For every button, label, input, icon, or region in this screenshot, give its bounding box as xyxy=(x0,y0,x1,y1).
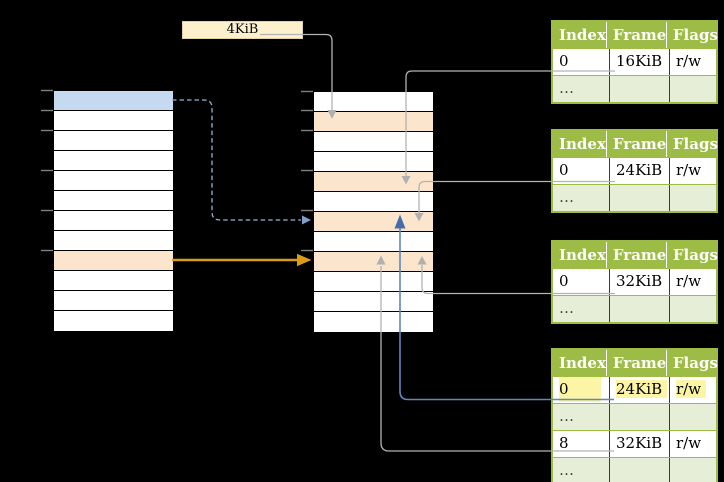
memory-row xyxy=(54,231,173,251)
col-header-frame: Frame xyxy=(607,131,667,157)
col-header-flags: Flags xyxy=(672,26,718,44)
col-header-flags: Flags xyxy=(672,246,718,264)
table-row-highlighted: 0 24KiB r/w xyxy=(553,376,716,403)
cell-frame: 24KiB xyxy=(610,377,670,403)
cell-index: … xyxy=(553,458,610,482)
table-row-ellipsis: … xyxy=(553,184,716,211)
memory-row xyxy=(54,191,173,211)
cell-index: … xyxy=(553,296,610,322)
arrow-virtual-to-frame-dashed xyxy=(172,99,301,221)
cell-flags: r/w xyxy=(676,52,702,70)
memory-row xyxy=(54,291,173,311)
cell-index: 8 xyxy=(553,431,610,457)
table-row: 0 16KiB r/w xyxy=(553,48,716,75)
memory-row xyxy=(314,92,433,112)
cell-frame: 32KiB xyxy=(610,269,670,295)
col-header-index: Index xyxy=(553,22,607,48)
cell-flags: r/w xyxy=(676,161,702,179)
memory-row xyxy=(314,152,433,172)
highlight-text: 24KiB xyxy=(616,380,668,398)
cell-frame: 16KiB xyxy=(610,49,670,75)
arrowhead-right-icon xyxy=(302,215,311,225)
table-row-ellipsis: … xyxy=(553,457,716,482)
memory-row xyxy=(314,232,433,252)
memory-row xyxy=(314,192,433,212)
memory-row xyxy=(54,111,173,131)
table-row: 8 32KiB r/w xyxy=(553,430,716,457)
highlight-text: 0 xyxy=(559,377,601,402)
col-header-index: Index xyxy=(553,131,607,157)
cell-flags: r/w xyxy=(676,434,702,452)
cell-flags: r/w xyxy=(670,377,716,403)
memory-row xyxy=(54,131,173,151)
page-table-16k: Index Frame Flags 0 16KiB r/w … xyxy=(551,20,718,104)
cell-flags xyxy=(670,296,716,322)
right-column-ticks xyxy=(301,90,313,252)
memory-row-highlight-orange xyxy=(314,172,433,192)
memory-row xyxy=(314,272,433,292)
memory-row xyxy=(54,311,173,331)
col-header-frame: Frame xyxy=(607,350,667,376)
cell-frame xyxy=(610,296,670,322)
page-table-32k: Index Frame Flags 0 32KiB r/w … xyxy=(551,240,718,324)
cell-index: … xyxy=(553,76,610,102)
cell-index: 0 xyxy=(553,377,610,403)
memory-row xyxy=(314,132,433,152)
cell-index: 0 xyxy=(553,49,610,75)
page-size-label: 4KiB xyxy=(182,21,303,39)
memory-row-highlight-orange xyxy=(54,251,173,271)
table-row-ellipsis: … xyxy=(553,403,716,430)
arrowhead-right-icon xyxy=(297,253,312,267)
col-header-frame: Frame xyxy=(607,242,667,268)
col-header-frame: Frame xyxy=(607,22,667,48)
memory-row xyxy=(54,211,173,231)
cell-index: … xyxy=(553,404,610,430)
col-header-index: Index xyxy=(553,242,607,268)
cell-flags xyxy=(670,185,716,211)
cell-index: 0 xyxy=(553,269,610,295)
page-table-header: Index Frame Flags xyxy=(553,242,718,268)
cell-flags xyxy=(670,458,716,482)
memory-row-highlight-blue xyxy=(54,91,173,111)
cell-frame xyxy=(610,185,670,211)
col-header-flags: Flags xyxy=(672,354,718,372)
memory-row xyxy=(54,271,173,291)
cell-flags: r/w xyxy=(676,272,702,290)
cell-frame xyxy=(610,458,670,482)
col-header-flags: Flags xyxy=(672,135,718,153)
table-row: 0 24KiB r/w xyxy=(553,157,716,184)
physical-memory-column xyxy=(313,91,434,333)
page-table-header: Index Frame Flags xyxy=(553,131,718,157)
table-row: 0 32KiB r/w xyxy=(553,268,716,295)
col-header-index: Index xyxy=(553,350,607,376)
memory-row-highlight-orange xyxy=(314,112,433,132)
memory-row-highlight-orange xyxy=(314,252,433,272)
cell-index: 0 xyxy=(553,158,610,184)
cell-frame: 32KiB xyxy=(610,431,670,457)
memory-row xyxy=(54,171,173,191)
cell-frame xyxy=(610,76,670,102)
table-row-ellipsis: … xyxy=(553,295,716,322)
cell-index: … xyxy=(553,185,610,211)
memory-row xyxy=(314,312,433,332)
cell-frame: 24KiB xyxy=(610,158,670,184)
cell-flags xyxy=(670,76,716,102)
memory-row xyxy=(314,292,433,312)
cell-flags xyxy=(670,404,716,430)
virtual-memory-column xyxy=(53,90,174,332)
page-table-header: Index Frame Flags xyxy=(553,22,718,48)
memory-row xyxy=(54,151,173,171)
page-table-header: Index Frame Flags xyxy=(553,350,718,376)
highlight-text: r/w xyxy=(676,380,707,398)
page-table-24k: Index Frame Flags 0 24KiB r/w … xyxy=(551,129,718,213)
left-column-ticks xyxy=(41,89,53,252)
table-row-ellipsis: … xyxy=(553,75,716,102)
page-table-level1: Index Frame Flags 0 24KiB r/w … 8 32KiB … xyxy=(551,348,718,482)
memory-row-highlight-orange xyxy=(314,212,433,232)
cell-frame xyxy=(610,404,670,430)
